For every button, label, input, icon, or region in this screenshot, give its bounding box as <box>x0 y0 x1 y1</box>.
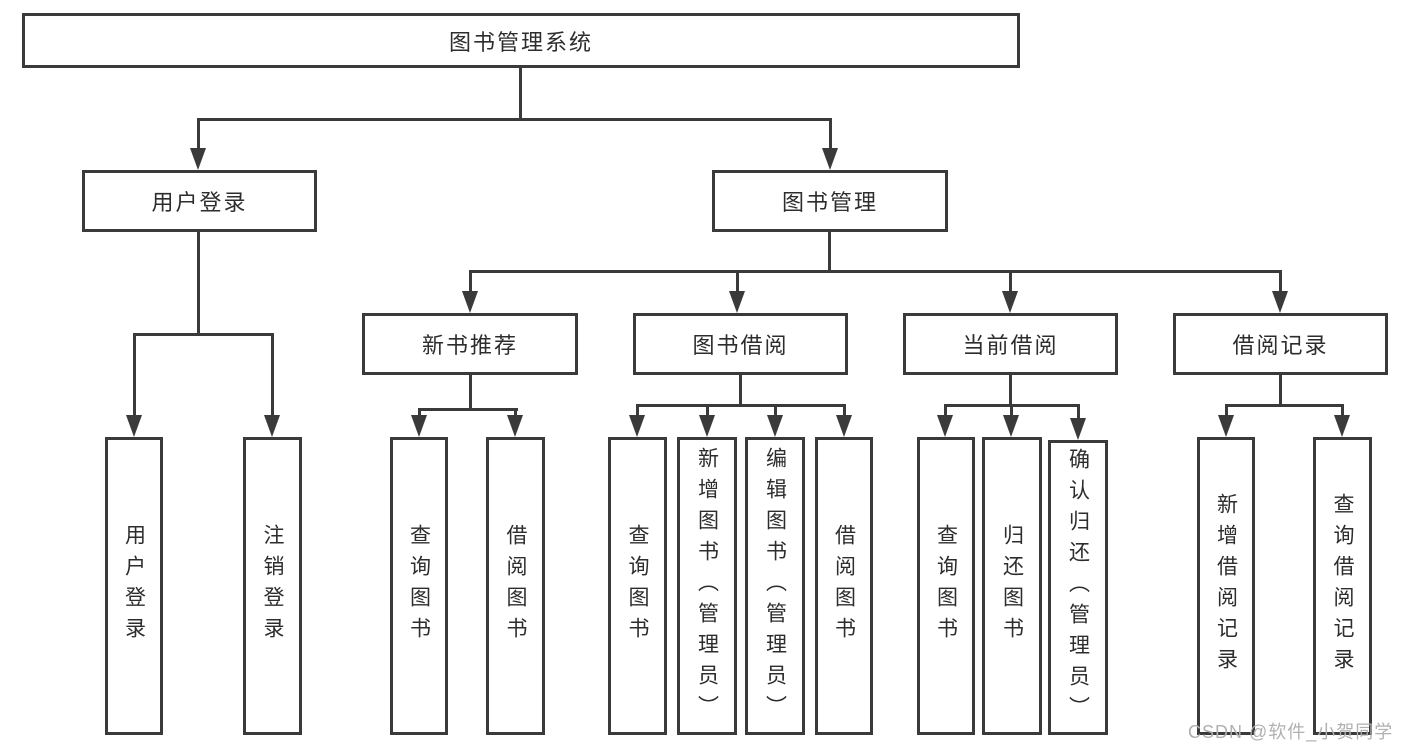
leaf-user-login: 用户登录 <box>105 437 163 735</box>
leaf-borrow-book: 借阅图书 <box>815 437 873 735</box>
arrow-down-icon <box>729 291 745 313</box>
connector-line <box>1009 375 1012 406</box>
node-root-system: 图书管理系统 <box>22 13 1020 68</box>
node-borrow-records: 借阅记录 <box>1173 313 1388 375</box>
connector-line <box>774 404 777 420</box>
connector-line <box>469 375 472 410</box>
arrow-down-icon <box>190 148 206 170</box>
arrow-down-icon <box>1334 415 1350 437</box>
arrow-down-icon <box>1218 415 1234 437</box>
connector-line <box>944 404 947 420</box>
arrow-down-icon <box>937 415 953 437</box>
leaf-query-book-borrow: 查询图书 <box>608 437 667 735</box>
leaf-edit-book-admin: 编辑图书（管理员） <box>745 437 805 735</box>
connector-line <box>197 232 200 335</box>
arrow-down-icon <box>822 148 838 170</box>
node-current-borrow: 当前借阅 <box>903 313 1118 375</box>
connector-line <box>469 270 1282 273</box>
connector-line <box>133 333 136 419</box>
connector-line <box>829 118 832 162</box>
leaf-confirm-return-admin: 确认归还（管理员） <box>1048 440 1108 735</box>
connector-line <box>1010 404 1013 420</box>
arrow-down-icon <box>264 415 280 437</box>
leaf-borrow-book-recommend: 借阅图书 <box>486 437 545 735</box>
connector-line <box>736 270 739 295</box>
node-book-borrow: 图书借阅 <box>633 313 848 375</box>
connector-line <box>1279 270 1282 295</box>
connector-line <box>1279 375 1282 406</box>
node-book-management-module: 图书管理 <box>712 170 948 232</box>
connector-line <box>271 333 274 419</box>
arrow-down-icon <box>1003 415 1019 437</box>
leaf-add-borrow-record: 新增借阅记录 <box>1197 437 1255 735</box>
arrow-down-icon <box>629 415 645 437</box>
leaf-query-book-current: 查询图书 <box>917 437 975 735</box>
node-user-login-module: 用户登录 <box>82 170 317 232</box>
leaf-logout: 注销登录 <box>243 437 302 735</box>
connector-line <box>197 118 200 162</box>
leaf-add-book-admin: 新增图书（管理员） <box>677 437 737 735</box>
arrow-down-icon <box>507 415 523 437</box>
arrow-down-icon <box>1002 291 1018 313</box>
arrow-down-icon <box>836 415 852 437</box>
node-new-book-recommend: 新书推荐 <box>362 313 578 375</box>
arrow-down-icon <box>1272 291 1288 313</box>
leaf-query-book-recommend: 查询图书 <box>390 437 448 735</box>
connector-line <box>1077 404 1080 420</box>
connector-line <box>706 404 709 420</box>
connector-line <box>1225 404 1228 420</box>
arrow-down-icon <box>462 291 478 313</box>
leaf-query-borrow-record: 查询借阅记录 <box>1313 437 1372 735</box>
connector-line <box>1341 404 1344 420</box>
arrow-down-icon <box>767 415 783 437</box>
arrow-down-icon <box>126 415 142 437</box>
connector-line <box>469 270 472 295</box>
csdn-watermark: CSDN @软件_小贺同学 <box>1188 722 1394 742</box>
connector-line <box>1009 270 1012 295</box>
connector-line <box>1225 404 1344 407</box>
connector-line <box>519 68 522 120</box>
connector-line <box>133 333 274 336</box>
connector-line <box>197 118 832 121</box>
connector-line <box>739 375 742 406</box>
connector-line <box>636 404 639 420</box>
connector-line <box>636 404 846 407</box>
connector-line <box>828 232 831 272</box>
connector-line <box>843 404 846 420</box>
arrow-down-icon <box>411 415 427 437</box>
arrow-down-icon <box>699 415 715 437</box>
leaf-return-book: 归还图书 <box>982 437 1042 735</box>
arrow-down-icon <box>1070 418 1086 440</box>
connector-line <box>418 408 518 411</box>
